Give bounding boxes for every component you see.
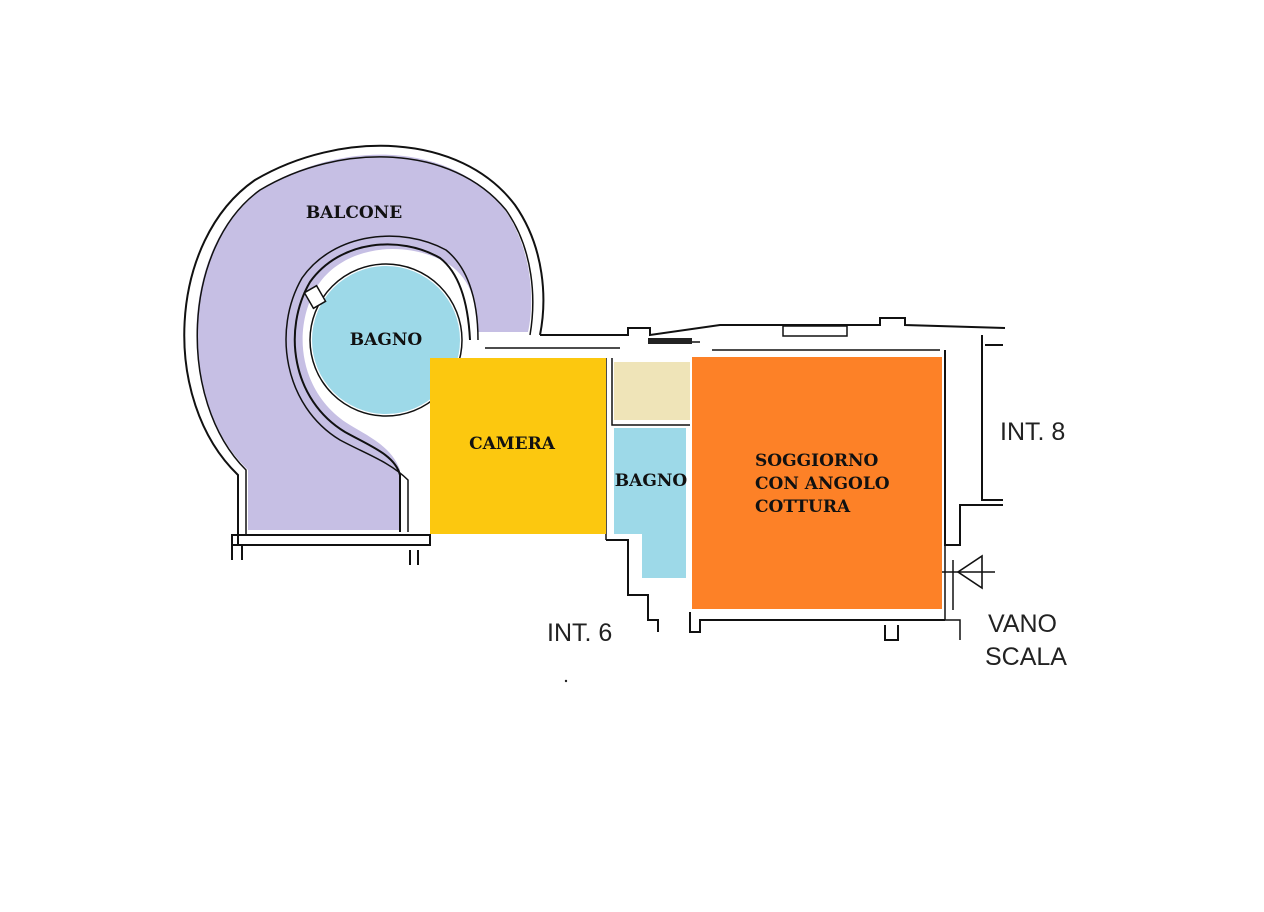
balcone-inner-wall	[293, 243, 471, 532]
camera-label: CAMERA	[469, 434, 556, 454]
balcone-inner-wall-line	[285, 235, 479, 532]
round-window	[303, 284, 327, 310]
disimpegno-area	[614, 362, 690, 420]
bagno-round-label: BAGNO	[350, 330, 423, 350]
balcone-outer-wall-inner-line	[196, 156, 534, 535]
soggiorno-area	[692, 357, 942, 609]
int8-label: INT. 8	[1000, 418, 1065, 446]
soggiorno-label-line1: SOGGIORNO	[755, 451, 879, 471]
stair-arrow-icon	[940, 554, 995, 590]
soggiorno-label-line2: CON ANGOLO	[755, 474, 890, 494]
balcone-label: BALCONE	[306, 203, 402, 223]
vano-label: VANO	[988, 610, 1057, 638]
east-wall	[944, 335, 1003, 546]
north-wall	[540, 317, 1006, 337]
bagno-small-label: BAGNO	[615, 471, 688, 491]
soggiorno-label-line3: COTTURA	[755, 497, 851, 517]
east-wall-lower	[944, 545, 961, 640]
int6-label: INT. 6	[547, 619, 612, 647]
scala-label: SCALA	[985, 643, 1067, 671]
south-wall-left-ext	[231, 545, 419, 565]
north-window-1	[782, 325, 848, 337]
bagno-round-wall	[309, 263, 463, 417]
camera-area	[430, 358, 606, 534]
bagno-round-area	[312, 266, 460, 414]
balcone-outer-wall	[183, 144, 545, 545]
north-wall-inner	[485, 341, 940, 351]
north-window-dark	[648, 338, 692, 344]
balcone-area	[196, 154, 532, 530]
bagno-small-area	[614, 428, 686, 578]
dot-mark	[564, 679, 568, 683]
south-wall-right	[606, 539, 945, 641]
south-wall-left	[231, 534, 431, 546]
